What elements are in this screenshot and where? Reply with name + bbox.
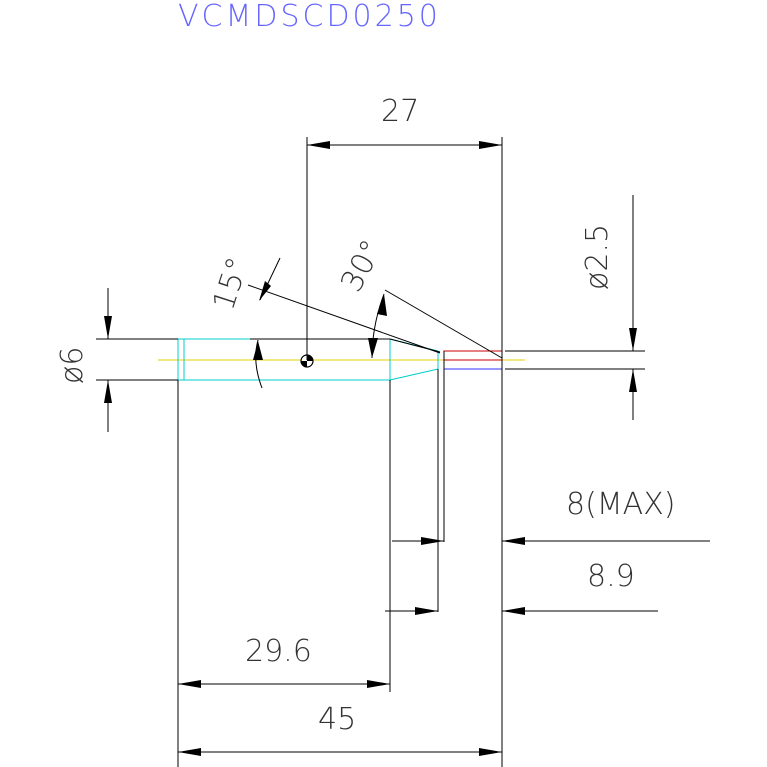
arrow-d6-bottom: [104, 380, 112, 403]
arrow-d2-5-bottom: [629, 369, 637, 392]
dim-27: [306, 137, 503, 767]
dim-8-9-label: 8.9: [587, 559, 635, 594]
dim-angle-30-label: 30°: [334, 234, 390, 297]
dim-27-label: 27: [381, 94, 419, 129]
tip-box: [443, 350, 503, 370]
arrow-d2-5-top: [629, 328, 637, 351]
arrow-29-6-left: [178, 680, 201, 688]
dim-d2-5: [505, 195, 645, 420]
dim-d2-5-label: ø2.5: [580, 224, 615, 290]
drawing-title: VCMDSCD0250: [178, 0, 441, 34]
dim-29-6-label: 29.6: [245, 634, 312, 669]
arrow-15-bottom: [253, 341, 263, 360]
arrow-d6-top: [104, 316, 112, 339]
dim-d6-label: ø6: [55, 347, 90, 384]
dim-45-label: 45: [318, 702, 356, 737]
body-outline-black: [250, 338, 441, 353]
arrow-8-9-right: [502, 607, 525, 615]
dim-d6: [96, 288, 178, 432]
dim-29-6: [177, 380, 391, 767]
arrow-45-right: [479, 748, 502, 756]
dim-angle-15-label: 15°: [206, 253, 256, 314]
arrow-45-left: [178, 748, 201, 756]
arrow-30-bottom: [368, 338, 378, 358]
arrow-8max-right: [502, 537, 525, 545]
arrow-8-9-left: [415, 607, 438, 615]
dim-8max-label: 8(MAX): [566, 487, 675, 522]
arrow-8max-left: [421, 537, 444, 545]
arrow-15-top: [259, 281, 271, 301]
dim-angle-30: [371, 289, 503, 359]
center-mark: [300, 354, 314, 368]
arrow-27-right: [479, 141, 502, 149]
arrow-29-6-right: [367, 680, 390, 688]
arrow-30-top: [377, 294, 387, 316]
arrow-27-left: [307, 141, 330, 149]
